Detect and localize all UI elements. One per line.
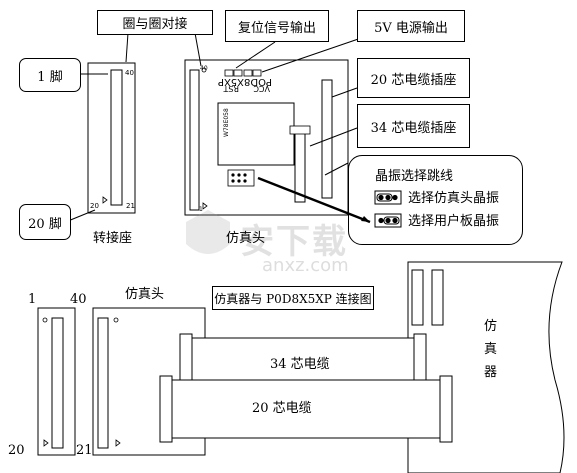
emu-chip [217,102,295,166]
diagram-title: 仿真器与 P0D8X5XP 连接图 [212,286,374,310]
adapter-socket-strip [110,69,123,206]
emu-model-silk: POD8X5XP [218,76,272,87]
label-emulator-1: 仿 [484,319,498,334]
callout-pin1: 1 脚 [19,58,81,92]
emulator-port-b [431,269,444,326]
label-adapter: 转接座 [93,231,133,246]
emu-part-number: W78E058 [223,108,230,137]
watermark-url: anxz.com [262,255,349,276]
leader-ring [125,32,129,63]
emu-vcc-silk: VCC [253,84,270,93]
emu2-socket [97,317,109,449]
emu-small-block [289,125,311,135]
emu-triangle-marker [202,202,208,210]
adapter-triangle-marker [102,196,108,204]
reset-pin-b [233,69,243,77]
adapter-silk-21: 21 [126,202,135,210]
label-pin-21: 21 [76,443,93,458]
cable20-connector-right [439,375,453,443]
callout-ring-to-ring: 圈与圈对接 [97,10,213,35]
power-pin-a [243,69,253,77]
crystal-option-user: 选择用户板晶振 [408,214,500,229]
label-emulator-3: 器 [484,365,498,380]
callout-power-out: 5V 电源输出 [357,10,465,42]
leader-ring-2 [194,32,202,67]
label-pin-40: 40 [70,292,87,307]
adapter-silk-40: 40 [125,69,134,77]
emu-silk-1: 1 [199,206,203,213]
leader-cable20 [331,87,358,98]
leader-reset [235,41,276,69]
adapter2-socket [51,317,64,449]
label-pin-1: 1 [28,292,37,307]
emu-silk-40: 40 [200,65,208,72]
cable20-connector-left [159,375,173,443]
emulator-port-a [411,269,424,326]
emu-cable34-header [294,129,306,203]
leader-jumper [257,176,371,224]
crystal-option-head: 选择仿真头晶振 [408,191,500,206]
callout-cable34-socket: 34 芯电缆插座 [357,104,470,148]
emu-jumper-block [227,169,255,187]
leader-pin20 [67,209,96,222]
crystal-jumper-panel [348,155,523,245]
adapter-silk-20: 20 [90,202,99,210]
leader-crystal [324,162,349,176]
emu-ring-mark [201,67,207,73]
callout-pin20: 20 脚 [19,204,71,240]
power-pin-b [252,69,262,77]
callout-cable20-socket: 20 芯电缆插座 [357,58,470,98]
emu-socket-strip [189,69,200,211]
crystal-panel-title: 晶振选择跳线 [375,169,454,184]
watermark-text: 安下载 [240,222,348,262]
leader-cable34 [309,127,358,147]
reset-pin-a [224,69,234,77]
label-cable20: 20 芯电缆 [252,401,312,416]
label-cable34: 34 芯电缆 [270,357,330,372]
emu-rst-silk: RST [223,84,239,93]
leader-power [261,34,371,73]
label-emu-head-bottom: 仿真头 [125,287,165,302]
label-emulator-2: 真 [484,342,498,357]
callout-reset-out: 复位信号输出 [225,10,329,42]
label-emu-head: 仿真头 [226,231,266,246]
label-pin-20: 20 [8,443,25,458]
watermark-logo [186,210,230,254]
